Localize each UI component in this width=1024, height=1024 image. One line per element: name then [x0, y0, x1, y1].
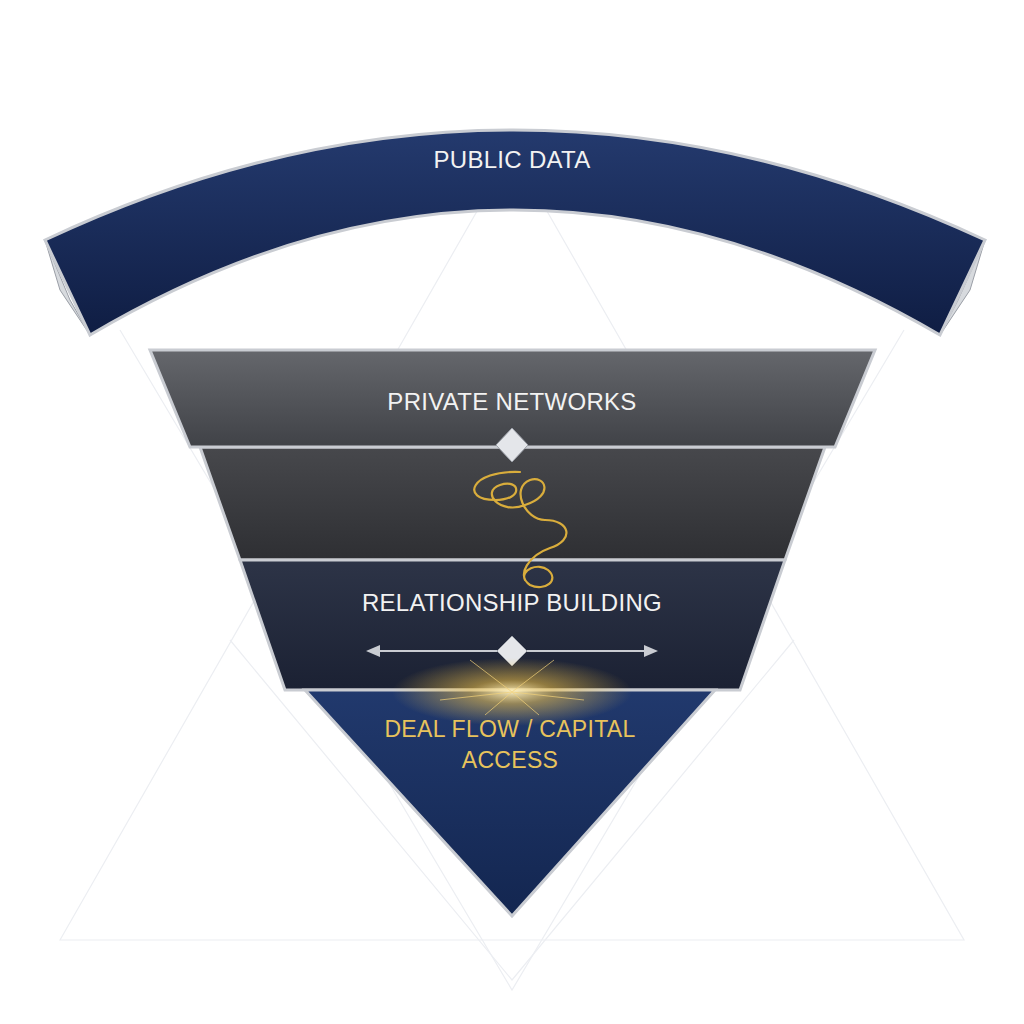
gold-spiral: [474, 472, 566, 587]
arc-banner: PUBLIC DATA: [0, 100, 1024, 360]
layer-shape: [305, 690, 715, 916]
glow-rays: [440, 660, 584, 715]
glow: [392, 658, 632, 726]
layer-label: DEAL FLOW / CAPITAL ACCESS: [380, 714, 640, 776]
layer-label: PRIVATE NETWORKS: [262, 386, 762, 418]
layer-shape: [150, 350, 875, 447]
layer-label: PUBLIC DATA: [362, 144, 662, 176]
layer-label: RELATIONSHIP BUILDING: [277, 587, 747, 619]
funnel-layer: [200, 447, 825, 560]
funnel-layer: RELATIONSHIP BUILDING: [237, 560, 787, 690]
connector-diamond: [497, 636, 527, 666]
connector-diamond: [496, 428, 528, 462]
funnel-layer: PRIVATE NETWORKS: [150, 350, 875, 447]
layer-outline: [0, 100, 1024, 360]
layer-shape: [45, 130, 985, 335]
layer-shape: [240, 560, 785, 690]
funnel-layer: DEAL FLOW / CAPITAL ACCESS: [305, 690, 715, 918]
double-arrow: [366, 645, 658, 657]
layer-outline: [237, 560, 787, 690]
